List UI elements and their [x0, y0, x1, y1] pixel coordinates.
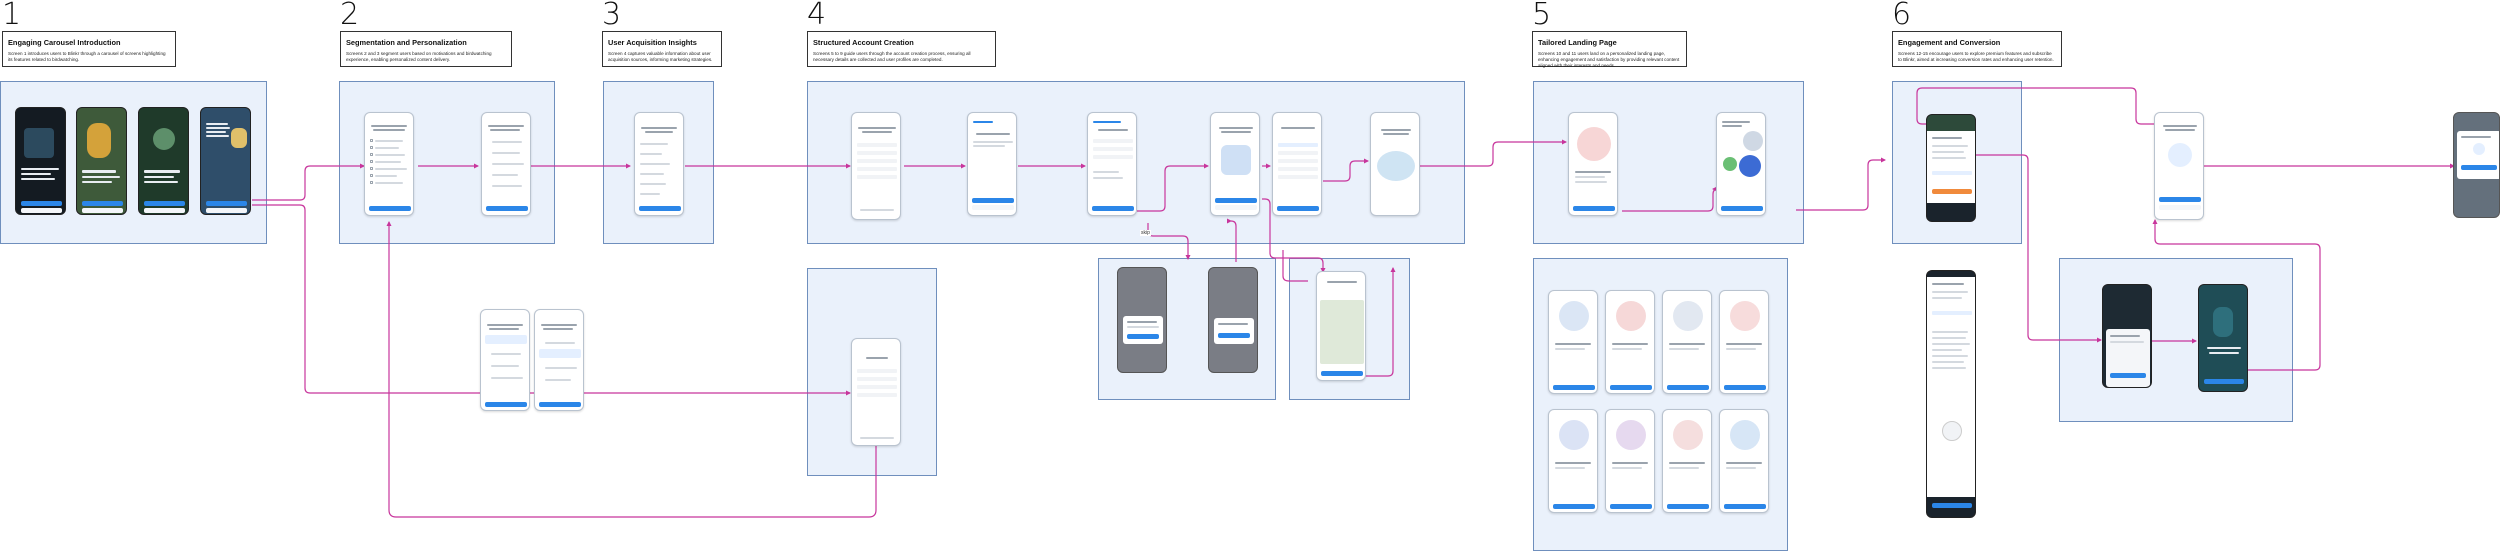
- map-location-screen: [1316, 271, 1366, 381]
- step-number: 5: [1532, 0, 1552, 32]
- landing-variant-screen: [1719, 409, 1769, 513]
- notifications-screen: [1210, 112, 1260, 216]
- step-description: Engagement and Conversion Screens 12-15 …: [1892, 31, 2062, 67]
- landing-variant-screen: [1548, 290, 1598, 394]
- step-description: Structured Account Creation Screens 5 to…: [807, 31, 996, 67]
- landing-variant-screen: [1662, 290, 1712, 394]
- landing-variant-screen: [1662, 409, 1712, 513]
- step-title: User Acquisition Insights: [608, 38, 697, 47]
- experience-screen: [481, 112, 531, 216]
- step-text: Screens 12-15 encourage users to explore…: [1898, 51, 2054, 63]
- step-number: 4: [807, 0, 827, 32]
- experience-screen-variant: [534, 309, 584, 411]
- step-title: Engaging Carousel Introduction: [8, 38, 121, 47]
- step-text: Screen 4 captures valuable information a…: [608, 51, 713, 63]
- step-title: Structured Account Creation: [813, 38, 914, 47]
- premium-features-screen: [1926, 270, 1976, 518]
- step-title: Tailored Landing Page: [1538, 38, 1617, 47]
- step-number: 6: [1892, 0, 1912, 32]
- step-description: Segmentation and Personalization Screens…: [340, 31, 512, 67]
- carousel-screen-3: [138, 107, 189, 215]
- step-description: Tailored Landing Page Screens 10 and 11 …: [1532, 31, 1687, 69]
- profile-complete-screen: [1370, 112, 1420, 216]
- landing-variant-screen: [1548, 409, 1598, 513]
- location-screen: [1272, 112, 1322, 216]
- sign-in-screen: [851, 338, 901, 446]
- paywall-sheet-screen: [2102, 284, 2152, 388]
- profile-details-screen: [1087, 112, 1137, 216]
- premium-home-screen: [1926, 114, 1976, 222]
- step-title: Engagement and Conversion: [1898, 38, 2001, 47]
- carousel-screen-4: [200, 107, 251, 215]
- step-text: Screen 1 introduces users to Blinkr thro…: [8, 51, 166, 63]
- motivation-screen: [364, 112, 414, 216]
- landing-variant-screen: [1605, 290, 1655, 394]
- acquisition-source-screen: [634, 112, 684, 216]
- carousel-screen-1: [15, 107, 66, 215]
- premium-offer-screen: [2154, 112, 2204, 220]
- experience-screen-variant: [480, 309, 530, 411]
- landing-page-screen: [1716, 112, 1766, 216]
- step-description: Engaging Carousel Introduction Screen 1 …: [2, 31, 176, 67]
- step-text: Screens 2 and 3 segment users based on m…: [346, 51, 492, 63]
- step-description: User Acquisition Insights Screen 4 captu…: [602, 31, 722, 67]
- welcome-premium-screen: [2198, 284, 2248, 392]
- landing-variant-screen: [1605, 409, 1655, 513]
- step-number: 3: [602, 0, 622, 32]
- step-title: Segmentation and Personalization: [346, 38, 467, 47]
- landing-page-screen: [1568, 112, 1618, 216]
- step-number: 1: [2, 0, 22, 32]
- create-account-screen: [851, 112, 901, 220]
- landing-variant-screen: [1719, 290, 1769, 394]
- verify-email-screen: [967, 112, 1017, 216]
- subscription-modal: [2453, 112, 2500, 218]
- step-number: 2: [340, 0, 360, 32]
- skip-confirm-modal: [1117, 267, 1167, 373]
- skip-label: skip: [1140, 230, 1151, 236]
- step-text: Screens 10 and 11 users land on a person…: [1538, 51, 1680, 69]
- step-text: Screens 5 to 9 guide users through the a…: [813, 51, 971, 63]
- carousel-screen-2: [76, 107, 127, 215]
- skip-confirm-modal: [1208, 267, 1258, 373]
